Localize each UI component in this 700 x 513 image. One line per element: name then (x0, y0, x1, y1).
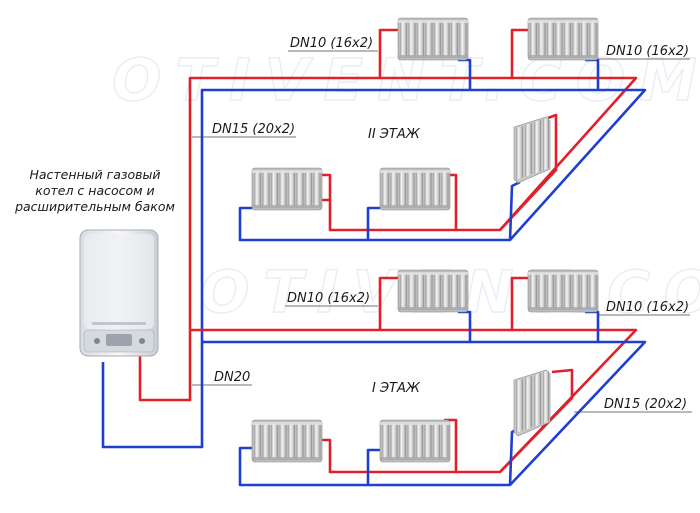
pipe-size-label: DN10 (16x2) (606, 300, 689, 315)
radiator-upper-perspective (513, 116, 551, 184)
supply-branch-l2 (510, 276, 528, 330)
pipe-size-label: DN15 (20x2) (212, 122, 295, 137)
supply-floor1-main (190, 328, 638, 474)
supply-main-riser (138, 76, 638, 402)
radiator-upper-left (251, 167, 323, 211)
pipe-size-label: DN10 (16x2) (287, 291, 370, 306)
radiator-upper-top-right (527, 17, 599, 61)
radiator-lower-top-right (527, 269, 599, 313)
return-main-riser (101, 88, 647, 449)
boiler-knob-icon (139, 338, 145, 344)
supply-branch-l1 (378, 276, 398, 330)
supply-branch-u1 (378, 28, 398, 78)
return-floor1-main (202, 340, 647, 487)
boiler-caption-line-3: расширительным баком (14, 199, 175, 214)
radiator-lower-left (251, 419, 323, 463)
boiler-caption: Настенный газовый котел с насосом и расш… (14, 167, 175, 214)
return-branch-l4 (366, 448, 380, 485)
gas-boiler (79, 229, 159, 357)
supply-branch-u2 (510, 28, 528, 78)
radiator-upper-top-left (397, 17, 469, 61)
return-branch-u5 (508, 180, 521, 241)
radiator-lower-top-left (397, 269, 469, 313)
radiator-lower-middle (379, 419, 451, 463)
boiler-knob-icon (94, 338, 100, 344)
boiler-caption-line-2: котел с насосом и (35, 183, 154, 198)
pipe-size-label: DN20 (214, 370, 250, 385)
boiler-caption-line-1: Настенный газовый (29, 167, 160, 182)
return-branch-u4 (366, 206, 380, 240)
pipe-size-label: DN10 (16x2) (606, 44, 689, 59)
pipe-size-label: DN10 (16x2) (290, 36, 373, 51)
pipe-size-label: DN15 (20x2) (604, 397, 687, 412)
supply-branch-u5 (499, 113, 558, 231)
radiator-upper-middle (379, 167, 451, 211)
floor-label-upper: II ЭТАЖ (368, 127, 421, 142)
supply-branch-l5 (499, 368, 574, 473)
boiler-display-icon (106, 334, 132, 346)
floor-label-lower: I ЭТАЖ (372, 381, 421, 396)
